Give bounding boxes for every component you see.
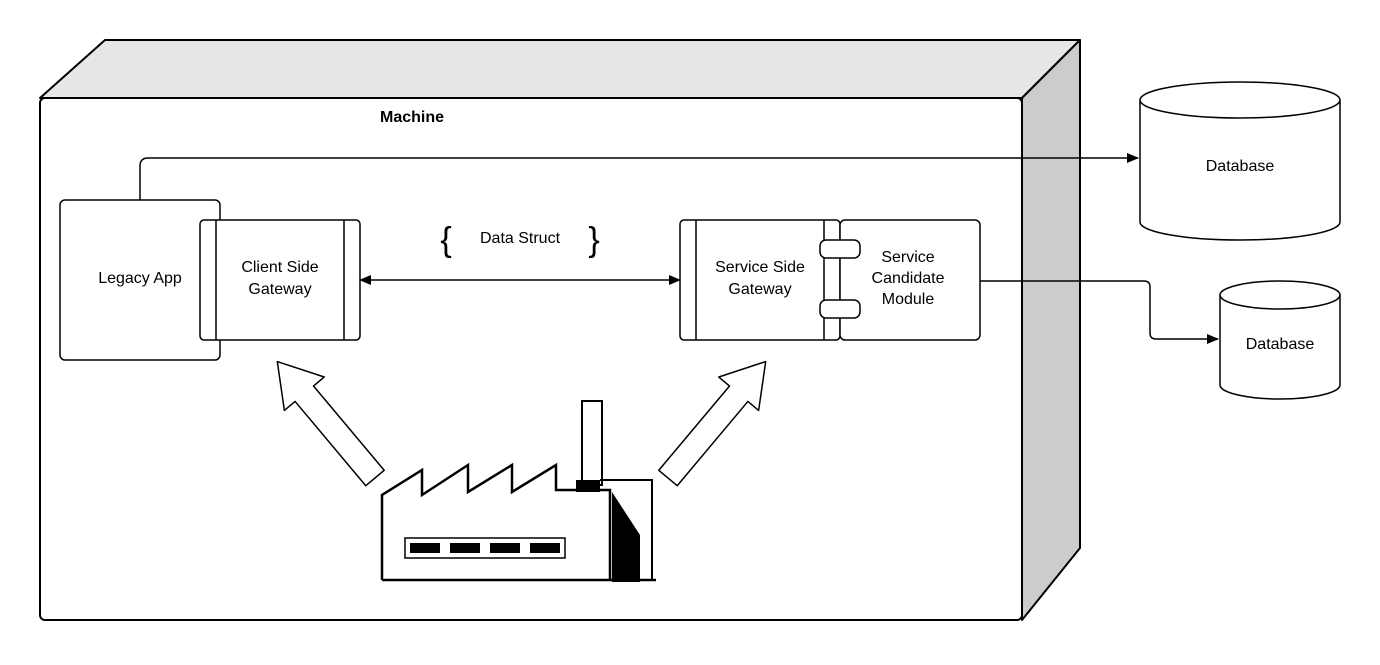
service-candidate-module-component[interactable]: Service Candidate Module	[819, 219, 981, 341]
database-top-icon[interactable]: Database	[1139, 81, 1341, 241]
factory-window-1	[410, 543, 440, 553]
service-gateway-label-line-2: Gateway	[728, 281, 791, 298]
service-side-gateway-component[interactable]: Service Side Gateway	[679, 219, 841, 341]
legacy-to-database-connector	[139, 153, 1139, 200]
module-port-top	[819, 239, 861, 259]
factory-annex	[600, 479, 653, 580]
legacy-app-component[interactable]: Legacy App	[59, 199, 221, 361]
factory-window-3	[490, 543, 520, 553]
client-side-gateway-component[interactable]: Client Side Gateway	[199, 219, 361, 341]
database-bottom-icon[interactable]: Database	[1219, 280, 1341, 400]
module-to-database-connector	[980, 280, 1219, 344]
factory-shadow	[576, 480, 640, 582]
module-label-line-1: Service	[881, 249, 934, 266]
module-label-line-2: Candidate	[872, 270, 945, 287]
client-gateway-label-line-2: Gateway	[248, 281, 311, 298]
data-struct-label: Data Struct	[480, 230, 561, 247]
database-top-label: Database	[1206, 158, 1275, 175]
machine-node-side-face	[1021, 39, 1081, 621]
data-struct-annotation: { Data Struct }	[440, 221, 599, 259]
database-bottom-label: Database	[1246, 336, 1315, 353]
legacy-app-label: Legacy App	[98, 270, 182, 287]
module-label-line-3: Module	[882, 291, 935, 308]
factory-arrow-left-icon	[276, 360, 385, 487]
factory-icon	[380, 400, 656, 582]
factory-window-strip	[404, 537, 566, 559]
machine-node-top-face	[39, 39, 1081, 99]
client-gateway-label-line-1: Client Side	[241, 259, 318, 276]
factory-window-4	[530, 543, 560, 553]
factory-window-2	[450, 543, 480, 553]
factory-arrow-right-icon	[658, 360, 767, 487]
module-port-bottom	[819, 299, 861, 319]
factory-chimney	[581, 400, 603, 486]
data-struct-close-brace: }	[588, 221, 599, 259]
data-struct-open-brace: {	[440, 221, 451, 259]
service-gateway-label-line-1: Service Side	[715, 259, 805, 276]
machine-node-title: Machine	[380, 109, 444, 126]
